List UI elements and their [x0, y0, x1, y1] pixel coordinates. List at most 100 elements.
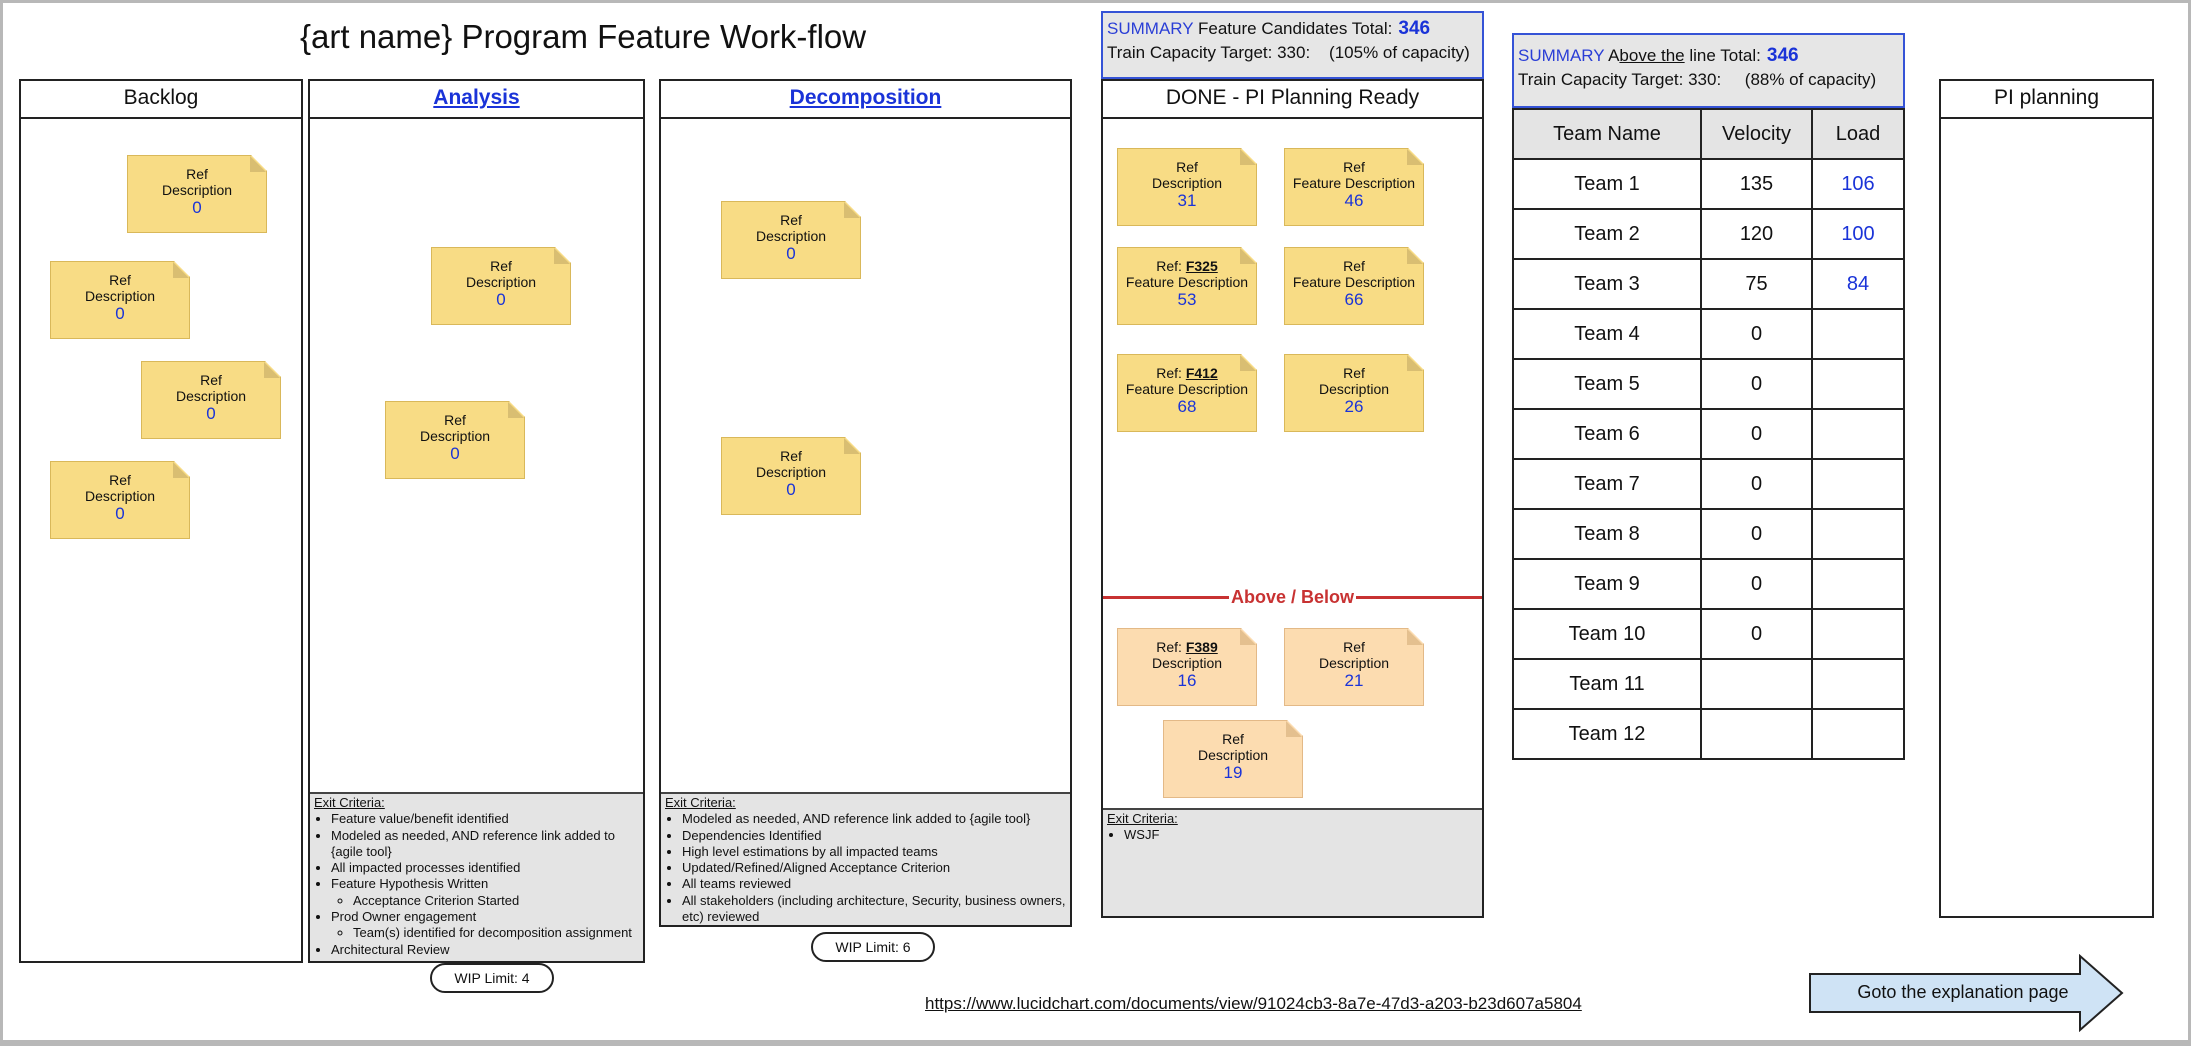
sticky-note[interactable]: Ref Description 19 — [1163, 720, 1303, 798]
note-value: 0 — [450, 444, 460, 463]
velocity-cell: 120 — [1700, 208, 1813, 260]
note-value: 0 — [192, 198, 202, 217]
load-cell — [1811, 308, 1905, 360]
feature-id-link[interactable]: F325 — [1185, 258, 1218, 274]
exit-criteria-item: Modeled as needed, AND reference link ad… — [682, 811, 1066, 827]
sticky-note[interactable]: Ref Description 0 — [141, 361, 281, 439]
done-header: DONE - PI Planning Ready — [1103, 81, 1482, 119]
note-value: 21 — [1344, 671, 1364, 690]
note-value: 46 — [1344, 191, 1364, 210]
sticky-note[interactable]: Ref Description 0 — [721, 437, 861, 515]
note-value: 66 — [1344, 290, 1364, 309]
exit-criteria-item: Prod Owner engagement Team(s) identified… — [331, 909, 639, 942]
velocity-cell: 75 — [1700, 258, 1813, 310]
note-value: 0 — [115, 504, 125, 523]
column-header: Velocity — [1700, 108, 1813, 160]
load-cell — [1811, 408, 1905, 460]
sticky-note[interactable]: Ref: F389 Description 16 — [1117, 628, 1257, 706]
above-below-label: Above / Below — [1229, 586, 1357, 608]
sticky-note[interactable]: Ref: F325 Feature Description 53 — [1117, 247, 1257, 325]
exit-criteria-item: High level estimations by all impacted t… — [682, 844, 1066, 860]
feature-id-link[interactable]: F389 — [1185, 639, 1218, 655]
exit-criteria-panel: Exit Criteria: Feature value/benefit ide… — [310, 792, 643, 961]
sticky-note[interactable]: Ref Description 26 — [1284, 354, 1424, 432]
exit-criteria-panel: Exit Criteria: Modeled as needed, AND re… — [661, 792, 1070, 925]
note-value: 31 — [1177, 191, 1197, 210]
exit-criteria-item: Feature Hypothesis Written Acceptance Cr… — [331, 876, 639, 909]
backlog-header: Backlog — [21, 81, 301, 119]
load-cell: 100 — [1811, 208, 1905, 260]
note-value: 53 — [1177, 290, 1197, 309]
summary-label: SUMMARY — [1518, 46, 1605, 65]
team-name-cell: Team 3 — [1512, 258, 1702, 310]
sticky-note[interactable]: Ref: F412 Feature Description 68 — [1117, 354, 1257, 432]
wip-limit-badge: WIP Limit: 6 — [811, 932, 935, 962]
page-title: {art name} Program Feature Work-flow — [300, 18, 867, 55]
team-name-cell: Team 11 — [1512, 658, 1702, 710]
pi-planning-header: PI planning — [1941, 81, 2152, 119]
analysis-header-link[interactable]: Analysis — [310, 81, 643, 119]
table-row: Team 12 — [1512, 708, 1905, 760]
exit-criteria-list: Feature value/benefit identified Modeled… — [314, 811, 639, 958]
load-cell: 106 — [1811, 158, 1905, 210]
summary-label: SUMMARY — [1107, 19, 1194, 38]
team-name-cell: Team 1 — [1512, 158, 1702, 210]
sticky-note[interactable]: Ref Description 0 — [50, 461, 190, 539]
summary-box-above-line: SUMMARY Above the line Total:346 Train C… — [1512, 33, 1905, 108]
exit-criteria-list: WSJF — [1107, 827, 1478, 843]
note-value: 19 — [1223, 763, 1243, 782]
sticky-note[interactable]: Ref Description 0 — [431, 247, 571, 325]
summary-capacity: Train Capacity Target: 330: (88% of capa… — [1518, 70, 1877, 89]
sticky-note[interactable]: Ref Description 0 — [50, 261, 190, 339]
team-name-cell: Team 7 — [1512, 458, 1702, 510]
decomposition-column: Decomposition Ref Description 0 Ref Desc… — [659, 79, 1072, 927]
sticky-note[interactable]: Ref Feature Description 46 — [1284, 148, 1424, 226]
sticky-note[interactable]: Ref Description 0 — [721, 201, 861, 279]
exit-criteria-item: All teams reviewed — [682, 876, 1066, 892]
sticky-note[interactable]: Ref Feature Description 66 — [1284, 247, 1424, 325]
exit-criteria-item: Architectural Review — [331, 942, 639, 958]
load-cell — [1811, 608, 1905, 660]
exit-criteria-item: Modeled as needed, AND reference link ad… — [331, 828, 639, 861]
team-name-cell: Team 2 — [1512, 208, 1702, 260]
velocity-cell — [1700, 658, 1813, 710]
feature-id-link[interactable]: F412 — [1185, 365, 1218, 381]
column-header: Load — [1811, 108, 1905, 160]
exit-criteria-subitem: Acceptance Criterion Started — [353, 893, 639, 909]
team-name-cell: Team 10 — [1512, 608, 1702, 660]
goto-explanation-button[interactable]: Goto the explanation page — [1808, 954, 2124, 1032]
sticky-note[interactable]: Ref Description 21 — [1284, 628, 1424, 706]
exit-criteria-item: All impacted processes identified — [331, 860, 639, 876]
load-cell — [1811, 508, 1905, 560]
lucidchart-url-link[interactable]: https://www.lucidchart.com/documents/vie… — [925, 994, 1582, 1013]
summary-total: 346 — [1766, 45, 1799, 66]
note-value: 26 — [1344, 397, 1364, 416]
sticky-note[interactable]: Ref Description 0 — [385, 401, 525, 479]
load-cell — [1811, 458, 1905, 510]
team-name-cell: Team 9 — [1512, 558, 1702, 610]
exit-criteria-subitem: Team(s) identified for decomposition ass… — [353, 925, 639, 941]
note-value: 68 — [1177, 397, 1197, 416]
velocity-cell: 0 — [1700, 608, 1813, 660]
exit-criteria-item: Updated/Refined/Aligned Acceptance Crite… — [682, 860, 1066, 876]
velocity-cell: 135 — [1700, 158, 1813, 210]
column-header: Team Name — [1512, 108, 1702, 160]
note-value: 0 — [496, 290, 506, 309]
exit-criteria-title: Exit Criteria: — [665, 795, 736, 810]
sticky-note[interactable]: Ref Description 31 — [1117, 148, 1257, 226]
velocity-cell — [1700, 708, 1813, 760]
sticky-note[interactable]: Ref Description 0 — [127, 155, 267, 233]
note-value: 0 — [786, 480, 796, 499]
decomposition-header-link[interactable]: Decomposition — [661, 81, 1070, 119]
team-name-cell: Team 12 — [1512, 708, 1702, 760]
team-name-cell: Team 8 — [1512, 508, 1702, 560]
velocity-cell: 0 — [1700, 308, 1813, 360]
exit-criteria-panel: Exit Criteria: WSJF — [1103, 808, 1482, 916]
load-cell — [1811, 658, 1905, 710]
team-name-cell: Team 4 — [1512, 308, 1702, 360]
load-cell — [1811, 358, 1905, 410]
